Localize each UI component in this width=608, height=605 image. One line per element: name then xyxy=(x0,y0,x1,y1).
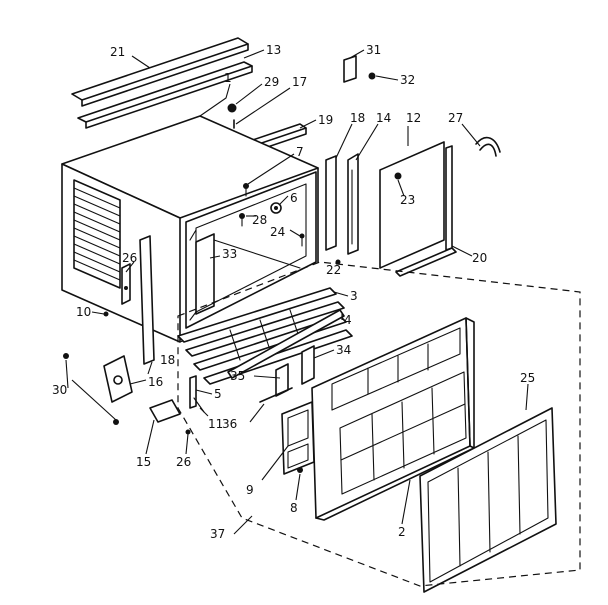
callout-7: 7 xyxy=(296,145,304,159)
callout-5: 5 xyxy=(214,387,222,401)
callout-14: 14 xyxy=(376,111,391,125)
screw-lower xyxy=(113,419,119,425)
vent-door-9 xyxy=(281,401,315,475)
air-filter-25 xyxy=(419,407,557,593)
callout-18-top: 18 xyxy=(350,111,365,125)
louver-bars-3 xyxy=(177,287,353,385)
callout-36: 36 xyxy=(222,417,237,431)
screw-32 xyxy=(368,72,376,80)
callout-6: 6 xyxy=(290,191,298,205)
assembly-outline-37 xyxy=(177,261,581,587)
callout-22: 22 xyxy=(326,263,341,277)
clip-5 xyxy=(189,375,197,409)
callout-31: 31 xyxy=(366,43,381,57)
grommet-6 xyxy=(270,202,282,214)
callout-18-left: 18 xyxy=(160,353,175,367)
top-rail-13 xyxy=(77,61,253,129)
top-rail-21 xyxy=(71,37,249,107)
screw-10 xyxy=(103,311,109,317)
callout-27: 27 xyxy=(448,111,463,125)
callout-33: 33 xyxy=(222,247,237,261)
callout-17: 17 xyxy=(292,75,307,89)
callout-37: 37 xyxy=(210,527,225,541)
screw-22 xyxy=(335,259,341,265)
screw-23 xyxy=(394,172,402,180)
callout-11: 11 xyxy=(208,417,223,431)
screw-26-lower xyxy=(185,429,191,435)
screw-28 xyxy=(239,213,245,227)
callout-1: 1 xyxy=(224,71,232,85)
callout-8: 8 xyxy=(290,501,298,515)
callout-15: 15 xyxy=(136,455,151,469)
callout-34: 34 xyxy=(336,343,351,357)
callout-21: 21 xyxy=(110,45,125,59)
callout-3: 3 xyxy=(350,289,358,303)
drain-hose-27 xyxy=(475,136,501,157)
callout-9: 9 xyxy=(246,483,254,497)
callout-2: 2 xyxy=(398,525,406,539)
callout-10: 10 xyxy=(76,305,91,319)
inner-support-33 xyxy=(195,233,301,315)
callout-4: 4 xyxy=(344,313,352,327)
callout-20: 20 xyxy=(472,251,487,265)
screw-30 xyxy=(63,353,69,359)
vertical-strip-18 xyxy=(139,235,155,365)
knob-8 xyxy=(297,467,303,473)
callout-28: 28 xyxy=(252,213,267,227)
callout-19: 19 xyxy=(318,113,333,127)
callout-25: 25 xyxy=(520,371,535,385)
callout-16: 16 xyxy=(148,375,163,389)
angle-bracket-20 xyxy=(395,145,457,277)
bar-36 xyxy=(259,387,293,403)
callout-26-lower: 26 xyxy=(176,455,191,469)
screw-7 xyxy=(243,183,249,197)
front-grille-2 xyxy=(311,317,475,521)
callout-23: 23 xyxy=(400,193,415,207)
callout-30: 30 xyxy=(52,383,67,397)
leader-lines xyxy=(65,49,529,535)
callout-labels: 21 13 1 29 17 19 7 6 28 24 33 18 14 12 2… xyxy=(52,43,535,541)
bracket-34 xyxy=(301,345,315,385)
bracket-15 xyxy=(149,399,181,423)
louver-bar-4 xyxy=(227,309,345,379)
callout-12: 12 xyxy=(406,111,421,125)
callout-24: 24 xyxy=(270,225,285,239)
callout-26-upper: 26 xyxy=(122,251,137,265)
callout-13: 13 xyxy=(266,43,281,57)
mounting-bracket-16 xyxy=(103,355,133,403)
bracket-26 xyxy=(121,263,131,305)
side-channel-14 xyxy=(347,153,359,255)
fastener-29 xyxy=(227,103,237,113)
side-louver-grille xyxy=(73,179,121,289)
callout-32: 32 xyxy=(400,73,415,87)
bracket-31 xyxy=(343,55,357,83)
side-channel-18 xyxy=(325,155,337,251)
callout-29: 29 xyxy=(264,75,279,89)
callout-35: 35 xyxy=(230,369,245,383)
screw-24 xyxy=(299,233,305,247)
